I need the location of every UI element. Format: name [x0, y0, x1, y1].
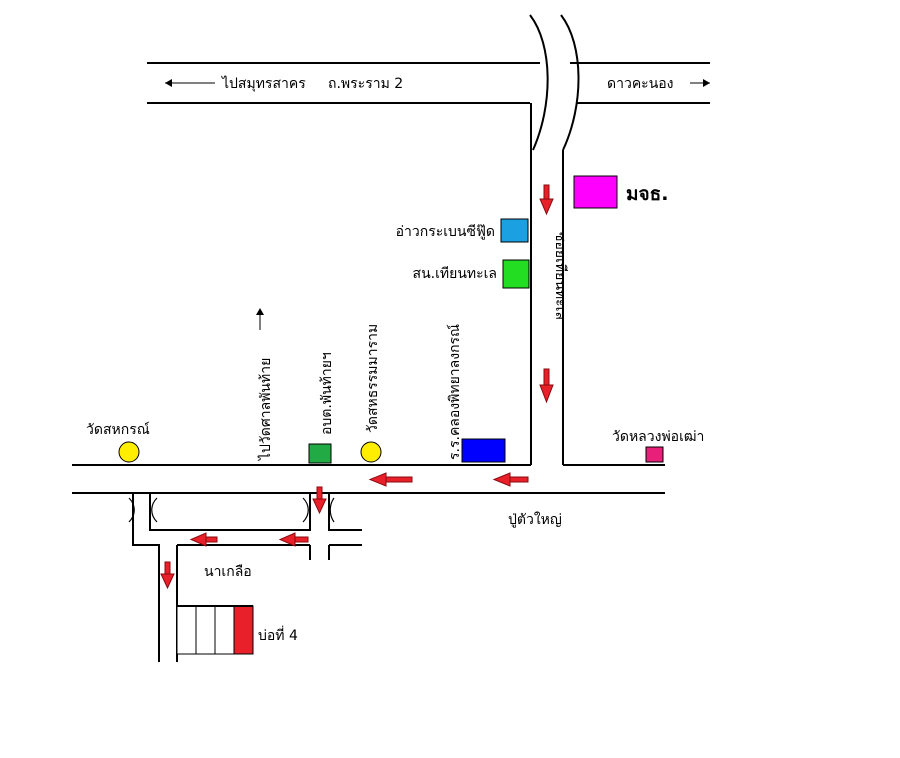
mjth-marker [573, 175, 618, 209]
soi-thian-thale-road [530, 103, 564, 465]
route-arrow-left [492, 472, 529, 487]
label-pu-tua-yai: ปู่ตัวใหญ่ [508, 511, 562, 528]
label-wat-luang-pho-thao: วัดหลวงพ่อเฒ่า [612, 429, 704, 445]
wat-luang-pho-thao-marker [645, 446, 664, 463]
obt-marker [308, 443, 332, 464]
label-soi-thian-thale: ซอยเทียนทะเล [552, 232, 568, 320]
label-to-samut-sakhon: ไปสมุทรสาคร [221, 75, 306, 92]
label-mjth: มจธ. [626, 183, 668, 205]
label-ao-krabaen-seafood: อ่าวกระเบนซีฟู๊ด [396, 224, 495, 240]
wat-sahathammaram-marker [360, 441, 382, 463]
median-island [149, 493, 311, 531]
pond-4-marker [233, 605, 254, 655]
rama2-road [147, 62, 710, 104]
route-arrows [160, 184, 554, 590]
label-dao-khanong: ดาวคะนอง [607, 76, 674, 92]
label-rama2-road: ถ.พระราม 2 [328, 76, 403, 92]
police-station-marker [502, 259, 530, 289]
pu-tua-yai-road [72, 492, 665, 662]
label-wat-sahathammaram: วัดสหธรรมมาราม [365, 324, 381, 433]
ao-krabaen-marker [500, 218, 529, 243]
ponds [176, 605, 254, 655]
label-school: ร.ร.คลองพิทยาลงกรณ์ [446, 324, 463, 460]
label-wat-sahakorn: วัดสหกรณ์ [86, 421, 150, 438]
direction-arrows [165, 79, 710, 330]
route-arrow-left [368, 472, 413, 487]
route-arrow-left [189, 532, 218, 547]
school-marker [461, 438, 506, 463]
label-to-wat-san-phanthai: ไปวัดศาลพันท้าย [257, 358, 274, 461]
wat-sahakorn-marker [118, 441, 140, 463]
route-arrow-down [312, 486, 327, 515]
route-arrow-down [160, 561, 175, 590]
label-pond-4: บ่อที่ 4 [258, 626, 298, 644]
label-police-station: สน.เทียนทะเล [413, 266, 497, 282]
label-obt: อบต.พันท้ายฯ [319, 352, 335, 435]
route-arrow-down [539, 184, 554, 216]
label-na-kluea: นาเกลือ [204, 564, 252, 580]
route-arrow-down [539, 368, 554, 404]
route-arrow-left [278, 532, 309, 547]
overpass [529, 14, 580, 151]
